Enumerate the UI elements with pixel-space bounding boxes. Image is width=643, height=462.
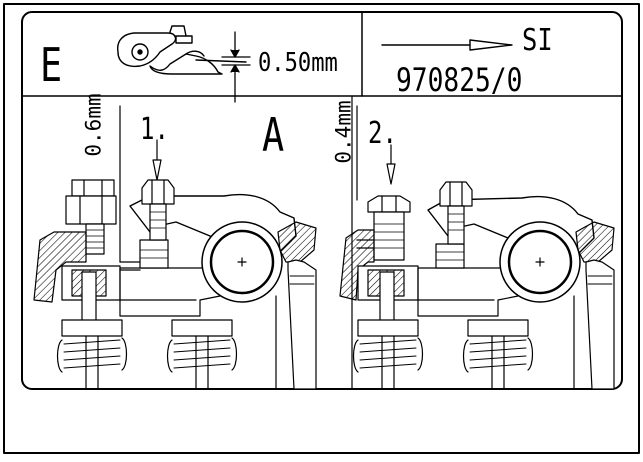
reference-number: 970825/0 (396, 61, 523, 99)
rocker-arm-icon (117, 25, 247, 75)
arrow-down-icon (152, 139, 162, 181)
label-panel (21, 11, 623, 390)
cam-icon (499, 221, 581, 303)
valve-spring-icon (56, 319, 128, 390)
arrow-down-icon (386, 144, 396, 185)
gap-1-dimension: 0.6mm (81, 93, 106, 157)
adjusting-screw-icon (141, 179, 175, 241)
section-code-label: E (40, 38, 63, 92)
step-1-label: 1. (140, 112, 169, 147)
reference-code: SI (522, 23, 553, 58)
push-rod-icon (585, 259, 615, 390)
cam-icon (201, 221, 283, 303)
step-2-label: 2. (368, 116, 397, 151)
section-letter: A (262, 108, 285, 162)
outer-border (3, 3, 640, 454)
valve-assembly-icon (33, 179, 317, 390)
gap-2-dimension: 0.4mm (331, 100, 356, 164)
valve-spring-icon (166, 319, 238, 390)
arrow-right-icon (381, 39, 513, 51)
valve-spring-icon (462, 319, 534, 390)
valve-spring-icon (352, 319, 424, 390)
push-rod-icon (287, 259, 317, 390)
valve-assembly-icon (339, 181, 615, 390)
clearance-value: 0.50mm (258, 48, 338, 78)
adjusting-screw-icon (439, 181, 473, 245)
clearance-dimension (221, 31, 251, 103)
